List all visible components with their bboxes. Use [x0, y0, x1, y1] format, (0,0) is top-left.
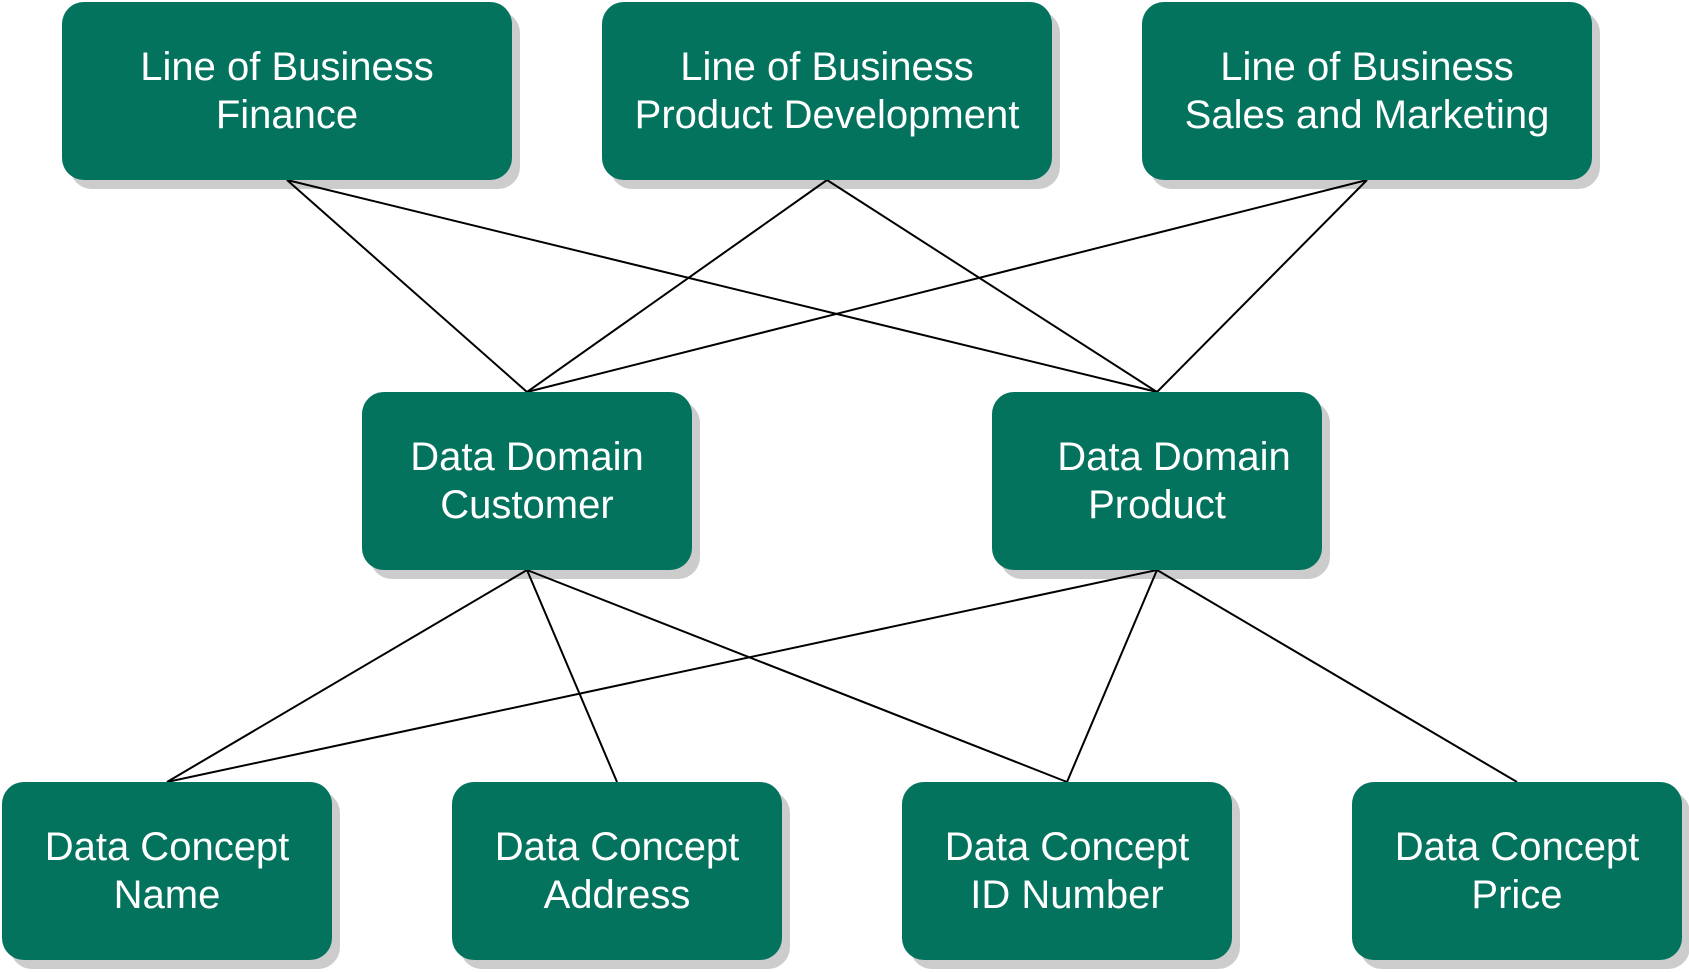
connector-lob_product-to-dd_product: [826, 179, 1158, 393]
node-label-line1: Data Concept: [944, 825, 1190, 869]
node-data-concept-name[interactable]: Data Concept Name: [2, 782, 332, 960]
connector-lob_sales-to-dd_customer: [526, 179, 1368, 393]
node-label-line2: Product Development: [634, 93, 1020, 137]
node-data-domain-product[interactable]: Data Domain Product: [992, 392, 1322, 570]
node-data-concept-address[interactable]: Data Concept Address: [452, 782, 782, 960]
node-label-line1: Line of Business: [680, 45, 974, 89]
connector-lob_finance-to-dd_product: [286, 179, 1158, 393]
node-label-line1: Data Domain: [1057, 435, 1291, 479]
node-label-line1: Data Concept: [1394, 825, 1640, 869]
node-label-line2: Sales and Marketing: [1184, 93, 1550, 137]
node-label-line2: Customer: [440, 483, 614, 527]
node-line-of-business-product-development[interactable]: Line of Business Product Development: [602, 2, 1052, 180]
connector-lob_sales-to-dd_product: [1156, 179, 1368, 393]
connector-lob_product-to-dd_customer: [526, 179, 828, 393]
node-data-concept-id-number[interactable]: Data Concept ID Number: [902, 782, 1232, 960]
connector-lob_finance-to-dd_customer: [286, 179, 528, 393]
node-label-line1: Data Concept: [44, 825, 290, 869]
node-label-line2: Price: [1471, 873, 1563, 917]
node-label-line2: Finance: [215, 93, 359, 137]
connector-dd_product-to-dc_id: [1066, 569, 1158, 783]
connector-dd_product-to-dc_price: [1156, 569, 1518, 783]
connector-dd_customer-to-dc_address: [526, 569, 618, 783]
node-label-line2: Name: [113, 873, 221, 917]
connector-dd_product-to-dc_name: [166, 569, 1158, 783]
node-line-of-business-finance[interactable]: Line of Business Finance: [62, 2, 512, 180]
node-label-line2: ID Number: [970, 873, 1164, 917]
connector-dd_customer-to-dc_id: [526, 569, 1068, 783]
node-label-line1: Data Concept: [494, 825, 740, 869]
connector-dd_customer-to-dc_name: [166, 569, 528, 783]
node-label-line1: Line of Business: [1220, 45, 1514, 89]
node-data-concept-price[interactable]: Data Concept Price: [1352, 782, 1682, 960]
node-line-of-business-sales-and-marketing[interactable]: Line of Business Sales and Marketing: [1142, 2, 1592, 180]
node-label-line2: Address: [543, 873, 691, 917]
node-label-line1: Data Domain: [410, 435, 644, 479]
node-label-line1: Line of Business: [140, 45, 434, 89]
node-label-line2: Product: [1088, 483, 1226, 527]
node-data-domain-customer[interactable]: Data Domain Customer: [362, 392, 692, 570]
